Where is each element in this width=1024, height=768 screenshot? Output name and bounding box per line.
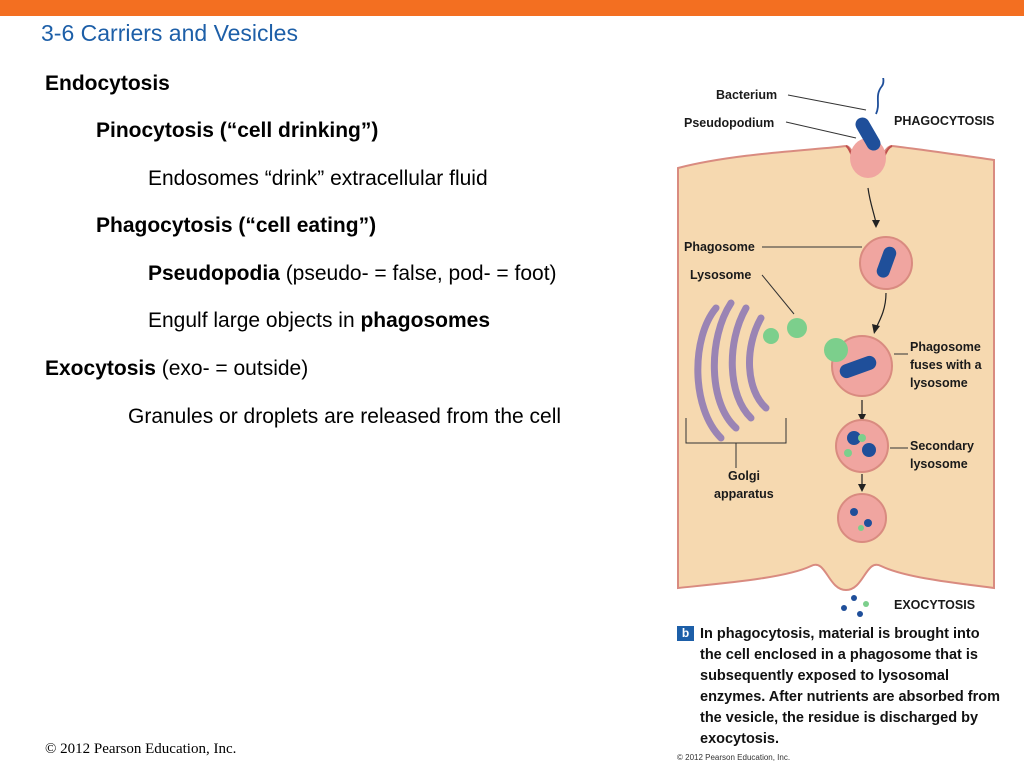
phagocytosis-figure: Bacterium Pseudopodium PHAGOCYTOSIS Phag… [677,78,995,617]
leader-pseudopodium [785,121,857,139]
bullet-granules: Granules or droplets are released from t… [128,405,562,428]
exocytosis-particle-d [857,611,863,617]
label-lysosome: Lysosome [690,268,751,282]
top-accent-bar [0,0,1024,16]
label-exocytosis: EXOCYTOSIS [894,598,975,612]
bullet-endocytosis: Endocytosis [45,72,170,95]
secondary-lysosome-fragment-a [847,431,861,445]
arrow-3-head [858,414,866,422]
phagosome-bacterium-icon [876,246,897,278]
phagosomes-term: phagosomes [360,309,490,332]
secondary-lysosome-enzyme-b [844,449,852,457]
pseudopodia-definition: (pseudo- = false, pod- = foot) [279,262,557,285]
bullet-phagocytosis: Phagocytosis (“cell eating”) [96,214,377,237]
secondary-lysosome-fragment-b [862,443,876,457]
secondary-lysosome [835,419,889,473]
slide-title: 3-6 Carriers and Vesicles [41,20,298,46]
exocytosis-particle-c [841,605,847,611]
bacterium-flagellum [875,78,885,115]
exocytosis-definition: (exo- = outside) [155,357,309,380]
pseudopodia-term: Pseudopodia [148,262,280,285]
residual-particle-b [864,519,872,527]
fused-bacterium-icon [839,355,877,379]
arrow-1-head [872,220,880,228]
label-golgi-2: apparatus [714,487,774,501]
label-pseudopodium: Pseudopodium [684,116,774,130]
golgi-apparatus [694,299,770,442]
label-secondary-2: lysosome [910,457,968,471]
figure-panel-badge: b [677,626,694,641]
label-fuses-3: lysosome [910,376,968,390]
bullet-endosomes: Endosomes “drink” extracellular fluid [148,167,488,190]
label-phagosome: Phagosome [684,240,755,254]
label-golgi-1: Golgi [728,469,760,483]
figure-caption: In phagocytosis, material is brought int… [700,626,1001,747]
exocytosis-term: Exocytosis [45,357,156,380]
bullet-pinocytosis: Pinocytosis (“cell drinking”) [96,119,379,142]
fused-lysosome-dots [824,338,848,362]
label-phagocytosis: PHAGOCYTOSIS [894,114,994,128]
exocytosis-particle-a [851,595,857,601]
leader-bacterium [787,94,867,111]
exocytosis-particle-b [863,601,869,607]
slide-copyright: © 2012 Pearson Education, Inc. [45,741,237,757]
arrow-4-head [858,484,866,492]
lysosome-small-a [763,328,779,344]
residual-particle-c [858,525,864,531]
label-bacterium: Bacterium [716,88,777,102]
engulf-text: Engulf large objects in [148,309,361,332]
residual-body [837,493,887,543]
bullet-pseudopodia: Pseudopodia (pseudo- = false, pod- = foo… [148,262,557,286]
bullet-engulf: Engulf large objects in phagosomes [148,309,490,333]
figure-copyright: © 2012 Pearson Education, Inc. [677,753,791,762]
label-fuses-2: fuses with a [910,358,983,372]
residual-particle-a [850,508,858,516]
secondary-lysosome-enzyme-a [858,434,866,442]
arrow-2-head [872,324,880,334]
label-secondary-1: Secondary [910,439,974,453]
label-fuses-1: Phagosome [910,340,981,354]
bacterium-icon [855,117,881,151]
leader-lysosome [761,274,795,315]
lysosome-small-b [787,318,807,338]
bullet-exocytosis: Exocytosis (exo- = outside) [45,357,308,381]
